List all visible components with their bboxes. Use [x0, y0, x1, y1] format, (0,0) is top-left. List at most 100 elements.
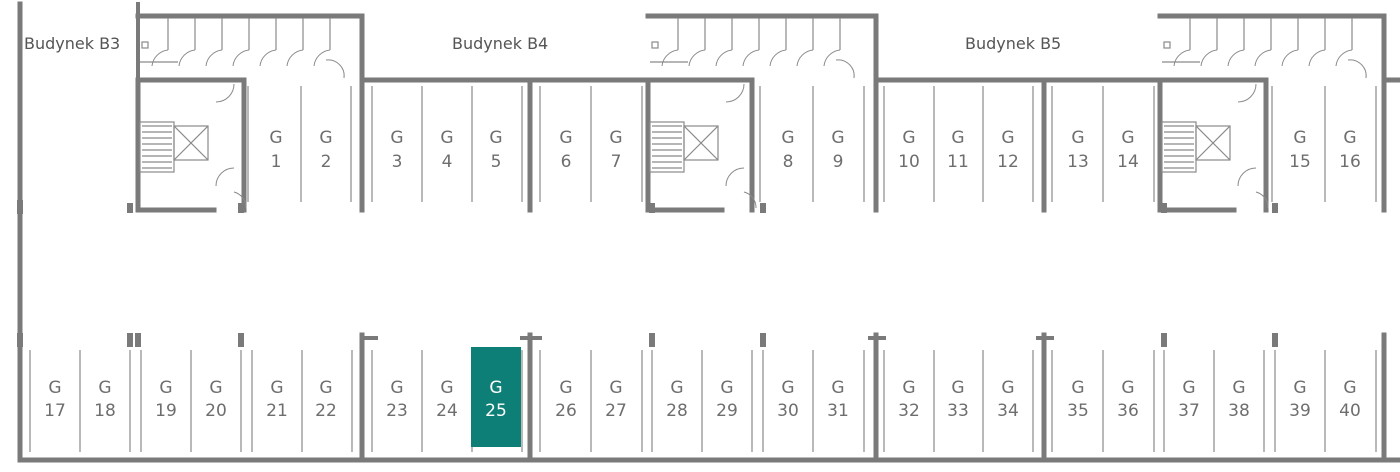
spot-27-prefix: G	[609, 378, 622, 398]
spot-35-prefix: G	[1071, 378, 1084, 398]
spot-36-number: 36	[1117, 401, 1139, 421]
spot-3-prefix: G	[390, 128, 403, 148]
core-door	[215, 167, 235, 187]
spot-6-number: 6	[561, 152, 572, 172]
storage-door	[1308, 49, 1326, 67]
spot-29-number: 29	[716, 401, 738, 421]
spot-23-number: 23	[386, 401, 408, 421]
spot-38-number: 38	[1228, 401, 1250, 421]
spot-4-number: 4	[442, 152, 453, 172]
highlighted-spot[interactable]	[471, 347, 521, 447]
spot-24-prefix: G	[440, 378, 453, 398]
spot-30-number: 30	[777, 401, 799, 421]
storage-door	[1335, 49, 1353, 67]
pillar	[1161, 333, 1167, 347]
pillar	[760, 333, 766, 347]
spot-19-prefix: G	[159, 378, 172, 398]
spot-30-prefix: G	[781, 378, 794, 398]
storage-door	[313, 49, 331, 67]
storage-door	[661, 49, 679, 67]
pillar	[127, 203, 133, 213]
core-door	[325, 59, 345, 79]
pillar	[127, 333, 133, 347]
spot-18-number: 18	[94, 401, 116, 421]
spot-39-number: 39	[1289, 401, 1311, 421]
spot-10-number: 10	[898, 152, 920, 172]
spot-2-number: 2	[321, 152, 332, 172]
pillar	[1161, 203, 1167, 213]
spot-1-prefix: G	[269, 128, 282, 148]
storage-door	[1227, 49, 1245, 67]
spot-8-prefix: G	[781, 128, 794, 148]
spot-25-prefix: G	[489, 378, 502, 398]
spot-15-number: 15	[1289, 152, 1311, 172]
pillar	[238, 203, 244, 213]
storage-door	[205, 49, 223, 67]
spot-1-number: 1	[271, 152, 282, 172]
spot-18-prefix: G	[98, 378, 111, 398]
spot-23-prefix: G	[390, 378, 403, 398]
staircase-cores	[139, 18, 1367, 209]
core-door	[725, 167, 745, 187]
storage-door	[1254, 49, 1272, 67]
storage-door	[286, 49, 304, 67]
building-label-b3: Budynek B3	[24, 34, 120, 53]
elevator	[683, 125, 719, 161]
pillar	[760, 203, 766, 213]
building-label-b4: Budynek B4	[452, 34, 548, 53]
spot-38-prefix: G	[1232, 378, 1245, 398]
spot-32-number: 32	[898, 401, 920, 421]
spot-40-number: 40	[1339, 401, 1361, 421]
spot-28-number: 28	[666, 401, 688, 421]
spot-40-prefix: G	[1343, 378, 1356, 398]
spot-34-prefix: G	[1001, 378, 1014, 398]
core-door	[233, 191, 247, 209]
meter-icon	[651, 41, 659, 49]
storage-door	[232, 49, 250, 67]
spot-13-prefix: G	[1071, 128, 1084, 148]
spot-16-number: 16	[1339, 152, 1361, 172]
pillar	[238, 333, 244, 347]
stairwell	[1161, 121, 1197, 173]
spot-7-prefix: G	[609, 128, 622, 148]
spot-22-number: 22	[315, 401, 337, 421]
spot-14-number: 14	[1117, 152, 1139, 172]
spot-12-number: 12	[997, 152, 1019, 172]
stall-divider-lines	[29, 86, 1377, 452]
spot-36-prefix: G	[1121, 378, 1134, 398]
spot-14-prefix: G	[1121, 128, 1134, 148]
elevator-cross	[173, 125, 209, 161]
storage-door	[796, 49, 814, 67]
spot-27-number: 27	[605, 401, 627, 421]
core-door	[1255, 191, 1269, 209]
storage-door	[1200, 49, 1218, 67]
storage-door	[178, 49, 196, 67]
spot-31-number: 31	[827, 401, 849, 421]
elevator-cross	[683, 125, 719, 161]
spot-35-number: 35	[1067, 401, 1089, 421]
pillar	[649, 203, 655, 213]
elevator	[1195, 125, 1231, 161]
spot-19-number: 19	[155, 401, 177, 421]
spot-20-prefix: G	[209, 378, 222, 398]
core-door	[1237, 83, 1257, 103]
spot-26-number: 26	[555, 401, 577, 421]
pillars	[17, 200, 1278, 347]
meter-icon	[141, 41, 149, 49]
spot-20-number: 20	[205, 401, 227, 421]
spot-labels: G1G2G3G4G5G6G7G8G9G10G11G12G13G14G15G16G…	[44, 128, 1361, 421]
spot-9-number: 9	[833, 152, 844, 172]
spot-12-prefix: G	[1001, 128, 1014, 148]
spot-3-number: 3	[392, 152, 403, 172]
spot-24-number: 24	[436, 401, 458, 421]
core-door	[215, 83, 235, 103]
core-door	[1347, 59, 1367, 79]
storage-door	[1281, 49, 1299, 67]
spot-4-prefix: G	[440, 128, 453, 148]
elevator	[173, 125, 209, 161]
spot-29-prefix: G	[720, 378, 733, 398]
spot-21-number: 21	[266, 401, 288, 421]
storage-door	[688, 49, 706, 67]
spot-16-prefix: G	[1343, 128, 1356, 148]
